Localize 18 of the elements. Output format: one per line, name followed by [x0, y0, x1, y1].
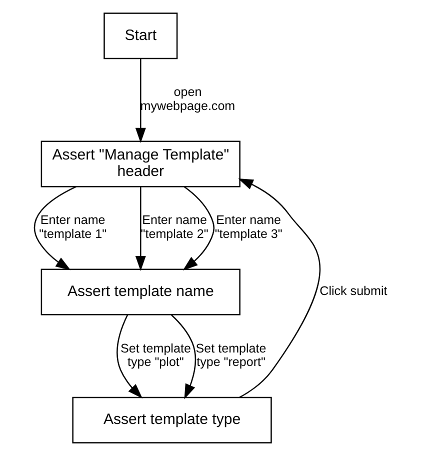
arrow: [116, 314, 143, 398]
arrow: [135, 187, 146, 272]
edge-label: Set template type "report": [196, 341, 266, 370]
node-box: Assert "Manage Template" header: [40, 140, 240, 188]
node-box: Assert template name: [40, 268, 240, 316]
edge-label: Set template type "plot": [120, 341, 191, 370]
arrow: [34, 186, 76, 270]
edge-label: Enter name "template 3": [214, 213, 282, 242]
arrow: [135, 59, 146, 143]
arrow: [182, 186, 215, 270]
node-box: Assert template type: [72, 396, 272, 444]
edge-label: Enter name "template 2": [140, 213, 208, 242]
edge-label: Enter name "template 1": [39, 213, 107, 242]
node-box: Start: [104, 12, 178, 60]
arrow: [171, 314, 196, 400]
edge-label: open mywebpage.com: [140, 85, 236, 113]
arrow: [238, 178, 320, 398]
edge-label: Click submit: [320, 284, 388, 298]
